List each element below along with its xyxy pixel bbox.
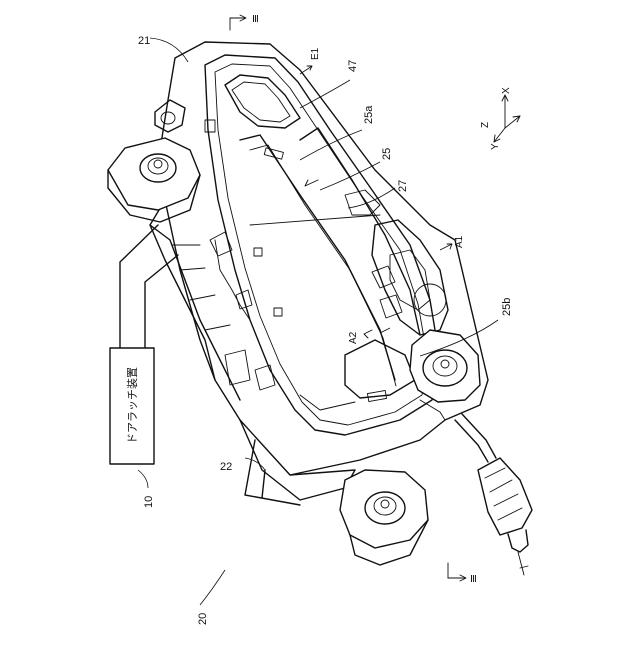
housing-outer <box>150 42 488 505</box>
door-latch-device-box: ドアラッチ装置 <box>110 348 154 464</box>
label-25: 25 <box>381 148 393 160</box>
label-E1: E1 <box>310 47 321 60</box>
connector-cable <box>455 414 532 575</box>
label-22: 22 <box>220 461 232 473</box>
axis-z-label: Z <box>480 122 491 128</box>
label-20: 20 <box>197 613 209 625</box>
section-marker-top: Ⅲ <box>230 14 259 30</box>
label-A1: A1 <box>454 235 465 248</box>
wiring <box>120 225 178 348</box>
axis-y-label: Y <box>490 143 501 150</box>
axis-x-label: X <box>501 87 512 94</box>
mount-boss-bottom <box>340 470 428 565</box>
label-25b: 25b <box>501 298 513 316</box>
door-latch-device-label: ドアラッチ装置 <box>126 367 139 444</box>
section-marker-bottom: Ⅲ <box>448 563 477 585</box>
label-47: 47 <box>347 60 359 72</box>
label-A2: A2 <box>348 331 359 344</box>
section-marker-top-label: Ⅲ <box>252 14 259 25</box>
label-21: 21 <box>138 35 150 47</box>
axes-indicator: X Z Y <box>480 87 520 150</box>
label-27: 27 <box>397 180 409 192</box>
label-25a: 25a <box>363 105 375 124</box>
section-marker-bottom-label: Ⅲ <box>470 574 477 585</box>
label-10: 10 <box>143 496 155 508</box>
